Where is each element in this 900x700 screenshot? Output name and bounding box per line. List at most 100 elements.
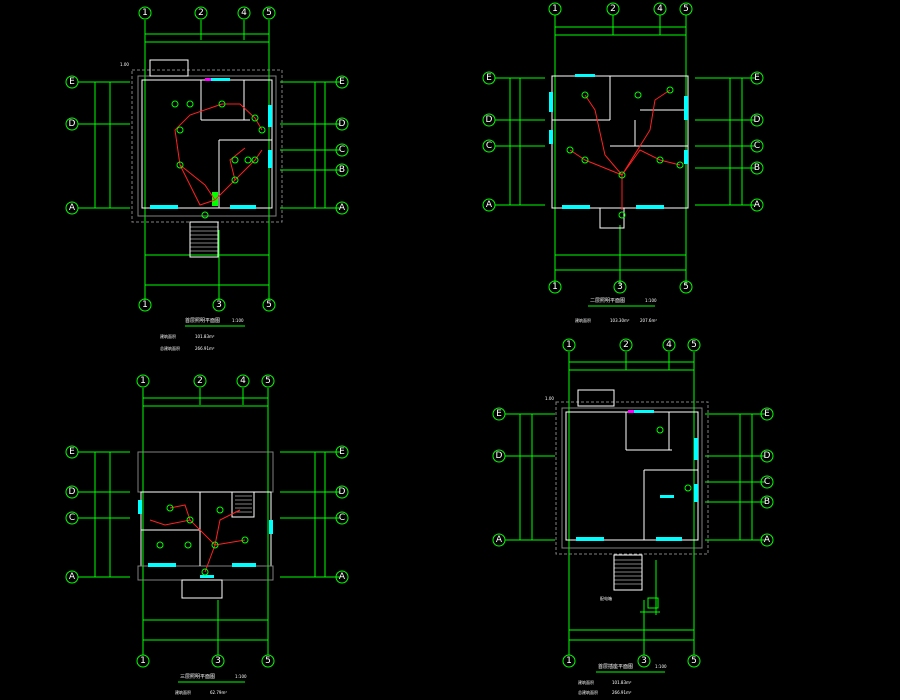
svg-text:B: B — [339, 165, 345, 175]
svg-text:1: 1 — [566, 656, 572, 666]
plan-3: 1 2 4 5 1 3 5 E D C A E D C A 三层照明平面图 1:… — [65, 374, 349, 695]
svg-text:C: C — [764, 477, 770, 487]
plan-4-outline — [555, 401, 709, 555]
plan-3-stairs — [235, 495, 252, 513]
plan-4-area2-label: 总建筑面积 — [578, 689, 598, 695]
plan-4-axis-lines — [505, 352, 765, 655]
svg-text:A: A — [754, 200, 761, 210]
svg-text:5: 5 — [691, 340, 697, 350]
svg-text:D: D — [754, 115, 761, 125]
svg-text:E: E — [764, 409, 770, 419]
plan-3-title: 三层照明平面图 — [180, 674, 215, 680]
plan-3-scale: 1:100 — [235, 674, 247, 679]
plan-4-panel-note: 配电箱 — [600, 595, 612, 601]
svg-text:C: C — [754, 141, 760, 151]
plan-1-area2-value: 266.91m² — [195, 346, 215, 351]
plan-3-fixtures — [156, 504, 249, 576]
svg-text:3: 3 — [215, 656, 221, 666]
plan-2-scale: 1:100 — [645, 298, 657, 303]
svg-text:3: 3 — [617, 282, 623, 292]
plan-2-area1-value: 103.30m² — [610, 318, 630, 323]
svg-text:2: 2 — [623, 340, 629, 350]
svg-text:A: A — [69, 203, 76, 213]
svg-text:E: E — [339, 77, 345, 87]
svg-text:4: 4 — [240, 376, 246, 386]
svg-text:3: 3 — [216, 300, 222, 310]
svg-text:D: D — [339, 487, 346, 497]
plan-2-grid-bubbles: 1 2 4 5 1 3 5 E D C A E D C B A — [482, 2, 764, 294]
plan-1-fixtures — [171, 100, 266, 219]
svg-text:3: 3 — [641, 656, 647, 666]
plan-1-outline — [131, 69, 283, 223]
svg-text:D: D — [339, 119, 346, 129]
plan-1-panel-box — [212, 192, 218, 206]
svg-text:E: E — [339, 447, 345, 457]
svg-text:4: 4 — [657, 4, 663, 14]
plan-4: 1 2 4 5 1 3 5 E D A E D C B A 1.00 配电箱 首… — [492, 338, 774, 695]
svg-text:2: 2 — [610, 4, 616, 14]
svg-text:5: 5 — [683, 4, 689, 14]
plan-4-area1-value: 101.83m² — [612, 680, 632, 685]
plan-4-stairs — [614, 559, 642, 585]
svg-text:B: B — [764, 497, 770, 507]
plan-2-wiring — [569, 89, 681, 210]
plan-2: 1 2 4 5 1 3 5 E D C A E D C B A 二层照明平面图 … — [482, 2, 764, 323]
plan-1-area2-label: 总建筑面积 — [160, 345, 180, 351]
svg-text:E: E — [69, 447, 75, 457]
svg-text:A: A — [69, 572, 76, 582]
svg-text:1: 1 — [140, 376, 146, 386]
svg-text:C: C — [339, 513, 345, 523]
plan-1-title: 首层照明平面图 — [185, 317, 220, 324]
svg-text:4: 4 — [666, 340, 672, 350]
svg-text:D: D — [69, 119, 76, 129]
plan-1-area1-label: 建筑面积 — [160, 333, 176, 339]
plan-4-title: 首层插座平面图 — [598, 663, 633, 670]
svg-text:5: 5 — [266, 300, 272, 310]
plan-4-grid-bubbles: 1 2 4 5 1 3 5 E D A E D C B A — [492, 338, 774, 668]
plan-1: 1 2 4 5 1 3 5 E D A E D C B A 1.00 首层照明平… — [65, 6, 349, 351]
plan-4-windows — [576, 410, 698, 541]
svg-text:D: D — [496, 451, 503, 461]
plan-2-title: 二层照明平面图 — [590, 298, 625, 304]
svg-text:C: C — [69, 513, 75, 523]
svg-text:E: E — [486, 73, 492, 83]
svg-text:1: 1 — [142, 300, 148, 310]
plan-4-accent-marker — [628, 410, 634, 413]
plan-2-area1-label: 建筑面积 — [575, 317, 591, 323]
plan-1-accent-marker — [205, 78, 211, 81]
svg-text:1: 1 — [566, 340, 572, 350]
svg-text:5: 5 — [691, 656, 697, 666]
plan-3-wiring — [149, 504, 246, 573]
svg-text:2: 2 — [197, 376, 203, 386]
plan-1-outer-wall — [137, 75, 277, 217]
plan-3-axis-lines — [78, 388, 340, 655]
svg-text:2: 2 — [198, 8, 204, 18]
plan-2-windows — [549, 74, 688, 209]
svg-text:A: A — [496, 535, 503, 545]
svg-text:A: A — [764, 535, 771, 545]
svg-text:E: E — [754, 73, 760, 83]
svg-text:1: 1 — [552, 282, 558, 292]
svg-text:4: 4 — [241, 8, 247, 18]
svg-text:5: 5 — [266, 8, 272, 18]
plan-4-scale: 1:100 — [655, 664, 667, 669]
svg-text:A: A — [339, 572, 346, 582]
svg-text:A: A — [339, 203, 346, 213]
svg-text:D: D — [69, 487, 76, 497]
plan-3-grid-bubbles: 1 2 4 5 1 3 5 E D C A E D C A — [65, 374, 349, 668]
plan-2-fixtures — [566, 86, 684, 219]
svg-text:D: D — [486, 115, 493, 125]
plan-1-scale: 1:100 — [232, 318, 244, 323]
svg-text:1: 1 — [552, 4, 558, 14]
svg-text:C: C — [339, 145, 345, 155]
plan-4-area2-value: 266.91m² — [612, 690, 632, 695]
plan-1-elev-note: 1.00 — [120, 62, 129, 67]
svg-text:E: E — [496, 409, 502, 419]
plan-1-grid-bubbles: 1 2 4 5 1 3 5 E D A E D C B A — [65, 6, 349, 312]
plan-1-area1-value: 101.83m² — [195, 334, 215, 339]
plan-1-windows — [150, 78, 272, 209]
plan-1-stairs — [190, 226, 218, 252]
svg-text:D: D — [764, 451, 771, 461]
plan-3-area1-value: 62.79m² — [210, 690, 227, 695]
